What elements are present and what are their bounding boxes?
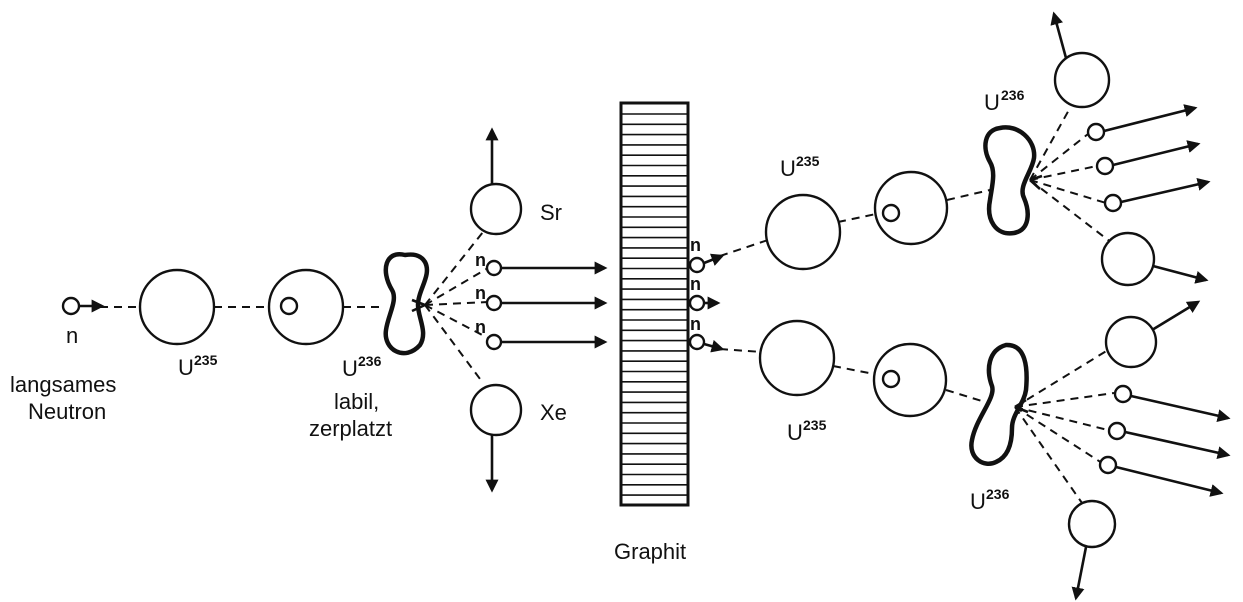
unstable-label-line2: zerplatzt (309, 416, 392, 441)
u236-unstable-nucleus (383, 252, 430, 356)
path-upper-u235-to-capture (837, 213, 877, 223)
u235-mass-number: 235 (194, 352, 218, 368)
upper-u236-mass-number: 236 (1001, 87, 1025, 103)
emitted-neutron-label-3: n (475, 317, 486, 337)
emitted-neutron-3 (485, 333, 608, 351)
path-upper-neutron-to-u235 (719, 239, 769, 257)
graphite-label: Graphit (614, 539, 686, 564)
upper-u235-mass-number: 235 (796, 153, 820, 169)
neutron-label: n (66, 323, 78, 348)
emitted-neutron-label-2: n (475, 283, 486, 303)
slow-neutron-label-line2: Neutron (28, 399, 106, 424)
lower-u236-label: U (970, 489, 986, 514)
path-upper-capture-to-u236 (946, 189, 991, 201)
u235-label: U (178, 355, 194, 380)
strontium-label: Sr (540, 200, 562, 225)
upper-u235-nucleus (764, 193, 842, 271)
u236-mass-number: 236 (358, 353, 382, 369)
lower-fission-products (1014, 300, 1231, 601)
lower-u236-mass-number: 236 (986, 486, 1010, 502)
xenon-fragment (469, 383, 523, 493)
graphite-moderator-block (619, 101, 690, 507)
moderated-neutron-label-3: n (690, 314, 701, 334)
lower-u235-label: U (787, 420, 803, 445)
emitted-neutron-2 (485, 294, 608, 312)
moderated-neutron-3 (688, 333, 725, 353)
xenon-label: Xe (540, 400, 567, 425)
incoming-slow-neutron (61, 296, 105, 316)
lower-u235-nucleus (758, 319, 836, 397)
path-lower-neutron-to-u235 (719, 348, 763, 353)
slow-neutron-label-line1: langsames (10, 372, 116, 397)
u236-label: U (342, 356, 358, 381)
path-lower-u235-to-capture (832, 365, 875, 375)
path-lower-capture-to-u236 (945, 389, 986, 403)
moderated-neutron-label-2: n (690, 274, 701, 294)
u235-nucleus (138, 268, 216, 346)
upper-u235-label: U (780, 156, 796, 181)
moderated-neutron-1 (688, 253, 725, 274)
emitted-neutron-1 (485, 259, 608, 277)
upper-u236-unstable-nucleus (983, 125, 1037, 236)
upper-u236-label: U (984, 90, 1000, 115)
moderated-neutron-label-1: n (690, 235, 701, 255)
unstable-label-line1: labil, (334, 389, 379, 414)
fission-fragment-paths (411, 231, 489, 384)
emitted-neutron-label-1: n (475, 250, 486, 270)
moderated-neutron-2 (688, 294, 721, 312)
strontium-fragment (469, 127, 523, 236)
lower-u235-mass-number: 235 (803, 417, 827, 433)
lower-u235-neutron-capture (872, 342, 948, 418)
upper-u235-neutron-capture (873, 170, 949, 246)
u235-neutron-capture (267, 268, 345, 346)
upper-fission-products (1029, 11, 1211, 287)
lower-u236-unstable-nucleus (969, 342, 1029, 466)
